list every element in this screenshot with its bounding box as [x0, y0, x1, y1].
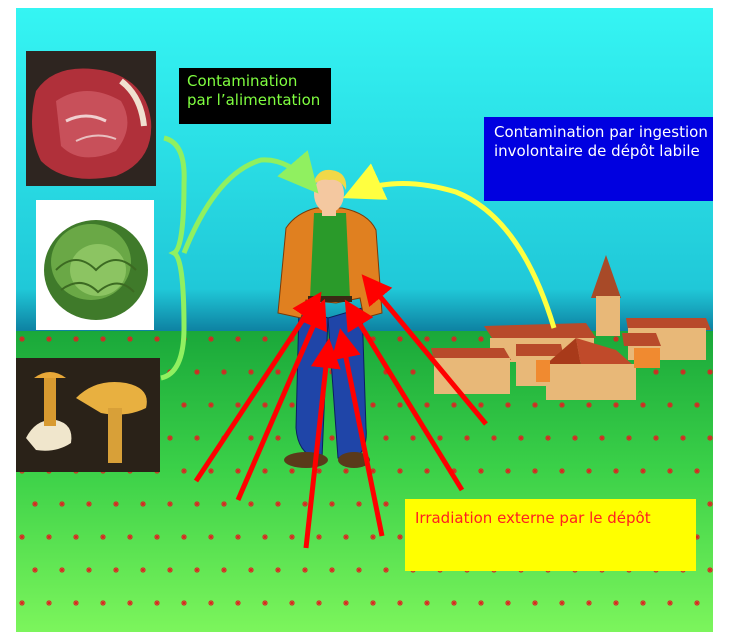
- diagram-scene: Contamination par l’alimentation Contami…: [16, 8, 713, 632]
- food-contamination-label: Contamination par l’alimentation: [179, 68, 331, 124]
- food-bracket: [161, 138, 184, 378]
- ingestion-arrow: [352, 183, 554, 328]
- ingestion-contamination-label: Contamination par ingestion involontaire…: [484, 117, 713, 201]
- food-arrow: [184, 160, 312, 253]
- external-irradiation-label: Irradiation externe par le dépôt: [405, 499, 696, 571]
